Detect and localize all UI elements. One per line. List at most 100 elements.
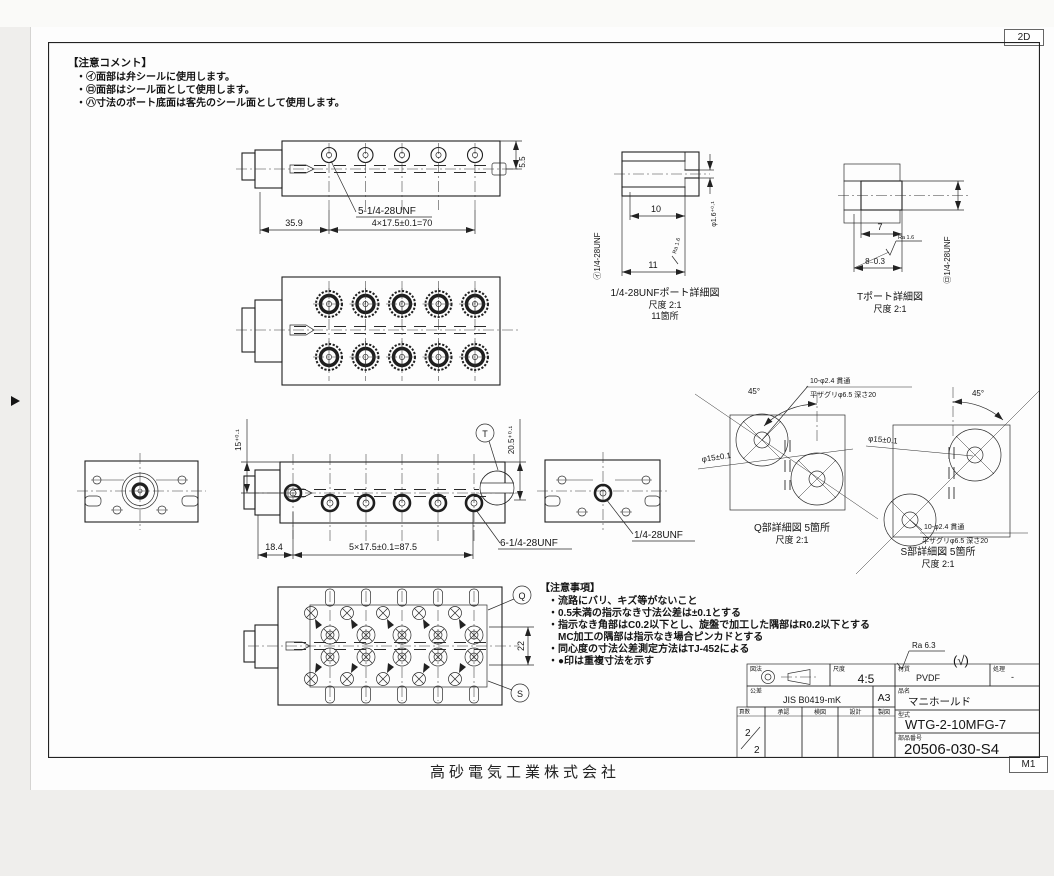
dim-top-height: 5.5 <box>518 156 527 168</box>
port-detail-surface: Ra 1.6 <box>672 237 682 254</box>
plan-view <box>236 276 518 386</box>
s-detail-holes: 10-φ2.4 貫通 <box>924 522 964 531</box>
notes-comment-line: ・㋩寸法のポート底面は客先のシール面として使用します。 <box>76 96 345 109</box>
front-view: T 15⁺⁰·¹ 20.5⁺⁰·¹ 18.4 5×17.5±0.1=87.5 6… <box>234 419 572 559</box>
notes-caution: 【注意事項】 ・流路にバリ、キズ等がないこと ・0.5未満の指示なき寸法公差は±… <box>540 581 870 667</box>
bolt-hole-icon <box>155 505 169 515</box>
notes-comment-line: ・㋑面部は弁シールに使用します。 <box>76 70 235 83</box>
knurled-port-icon <box>420 286 457 322</box>
notes-comment-line: ・㋺面部はシール面として使用します。 <box>76 83 255 96</box>
model-label: 型式 <box>898 711 910 719</box>
right-end-view: 1/4-28UNF <box>537 452 695 542</box>
left-end-view <box>77 453 206 530</box>
port-detail-scale: 尺度 2:1 <box>648 299 681 310</box>
s-detail-counterbore: 平ザグリφ6.5 深さ20 <box>922 536 988 545</box>
s-detail-title: S部詳細図 5箇所 <box>900 545 975 558</box>
notes-caution-line: MC加工の隅部は指示なき場合ピンカドとする <box>548 630 763 643</box>
dim-front-vright: 20.5⁺⁰·¹ <box>507 426 516 455</box>
part-name-value: マニホールド <box>908 696 971 708</box>
balloon-q <box>512 585 532 605</box>
t-port-scale: 尺度 2:1 <box>873 303 906 314</box>
port-detail-thread-label: ㋑1/4-28UNF <box>593 232 602 279</box>
q-detail-scale: 尺度 2:1 <box>775 534 808 545</box>
knurled-port-icon <box>311 286 347 322</box>
notes-caution-line: ・指示なき角部はC0.2以下とし、旋盤で加工した隅部はR0.2以下とする <box>548 618 870 631</box>
treatment-value: - <box>1011 672 1014 682</box>
t-port-thread-label: ㋺1/4-28UNF <box>943 236 952 283</box>
s-detail-view: 45° φ15±0.1 10-φ2.4 貫通 平ザグリφ6.5 深さ20 S部詳… <box>855 387 1040 575</box>
bolt-hole-icon <box>575 507 589 517</box>
surface-note: Ra 6.3 (√) <box>896 641 969 670</box>
top-view: 35.9 4×17.5±0.1=70 5.5 5-1/4-28UNF <box>236 140 527 234</box>
s-detail-seal-dia: φ15±0.1 <box>868 434 899 446</box>
sig-column-approved: 承認 <box>777 708 789 716</box>
title-block: 図法 尺度 4:5 公差 JIS B0419-mK A3 頁数 2 2 承認 検… <box>736 663 1040 758</box>
notes-caution-line: ・流路にバリ、キズ等がないこと <box>548 594 697 607</box>
q-detail-view: φ15±0.1 45° 10-φ2.4 貫通 平ザグリφ6.5 深さ20 Q部詳… <box>694 376 912 545</box>
pages-label: 頁数 <box>739 708 751 716</box>
bolt-hole-icon <box>175 475 189 485</box>
dim-front-left: 18.4 <box>265 542 283 552</box>
dim-port-bore: φ1.6⁺⁰·¹ <box>710 201 718 227</box>
third-angle-projection-icon <box>761 669 817 685</box>
sheet-size: A3 <box>878 692 891 704</box>
top-view-thread-label: 5-1/4-28UNF <box>358 206 416 217</box>
tolerance-label: 公差 <box>750 687 762 695</box>
knurled-port-icon <box>347 286 384 322</box>
t-port-detail-view: ㋺1/4-28UNF 7 Ra 1.6 8₋0.3 Tポート詳細図 尺度 2:1 <box>838 163 968 314</box>
t-port-surface: Ra 1.6 <box>898 235 914 241</box>
balloon-t <box>475 423 495 443</box>
pages-denominator: 2 <box>754 745 760 756</box>
model-value: WTG-2-10MFG-7 <box>905 717 1006 732</box>
tolerance-value: JIS B0419-mK <box>783 695 841 705</box>
notes-caution-line: ・同心度の寸法公差測定方法はTJ-452による <box>548 642 749 655</box>
port-detail-view: 10 11 φ1.6⁺⁰·¹ Ra 1.6 ㋑1/4-28UNF 1/4-28U… <box>593 151 720 321</box>
notes-caution-title: 【注意事項】 <box>540 581 600 594</box>
dim-port-bottom: 11 <box>648 260 657 270</box>
material-value: PVDF <box>916 673 941 683</box>
q-detail-angle: 45° <box>748 387 760 396</box>
notes-comment-title: 【注意コメント】 <box>68 56 152 69</box>
balloon-s <box>510 683 530 703</box>
drawing-no-label: 部品番号 <box>898 734 922 742</box>
balloon-q-label: Q <box>518 591 525 601</box>
bottom-view: Q S 22 <box>243 585 534 706</box>
t-port-title: Tポート詳細図 <box>857 290 923 303</box>
treatment-label: 処理 <box>993 665 1005 673</box>
viewer-top-strip <box>0 0 1054 27</box>
drawing-sheet-svg: 【注意コメント】 ・㋑面部は弁シールに使用します。 ・㋺面部はシール面として使用… <box>48 42 1040 758</box>
notes-caution-line: ・0.5未満の指示なき寸法公差は±0.1とする <box>548 606 741 619</box>
sig-column-checked: 検図 <box>814 708 826 716</box>
company-name: 高砂電気工業株式会社 <box>429 764 620 781</box>
q-detail-title: Q部詳細図 5箇所 <box>754 521 830 534</box>
drawing-page <box>30 27 1054 790</box>
sheet-tag-m1: M1 <box>1009 756 1048 773</box>
bolt-hole-icon <box>110 505 124 515</box>
q-detail-counterbore: 平ザグリφ6.5 深さ20 <box>810 390 876 399</box>
drawing-frame <box>48 42 1040 758</box>
pages-numerator: 2 <box>745 728 751 739</box>
projection-label: 図法 <box>750 665 762 673</box>
surface-note-others: (√) <box>953 653 969 668</box>
cursor-arrow-icon <box>11 396 20 406</box>
part-name-label: 品名 <box>898 687 910 695</box>
knurled-port-icon <box>457 339 493 375</box>
s-detail-angle: 45° <box>972 389 984 398</box>
dim-t-port-depth: 7 <box>877 222 882 232</box>
port-detail-title: 1/4-28UNFポート詳細図 <box>611 286 720 299</box>
notes-comment: 【注意コメント】 ・㋑面部は弁シールに使用します。 ・㋺面部はシール面として使用… <box>68 56 345 109</box>
sig-column-designed: 設計 <box>849 708 861 716</box>
dim-top-pitch: 4×17.5±0.1=70 <box>372 218 433 228</box>
scale-label: 尺度 <box>833 665 845 673</box>
dim-bottom-width: 22 <box>516 641 526 651</box>
knurled-port-icon <box>384 286 420 322</box>
material-label: 材質 <box>898 665 910 673</box>
balloon-s-label: S <box>517 689 523 699</box>
surface-note-ra: Ra 6.3 <box>912 641 936 650</box>
scale-value: 4:5 <box>858 672 875 686</box>
balloon-t-label: T <box>482 429 488 439</box>
bolt-hole-icon <box>90 475 104 485</box>
seal-feature-icon <box>790 452 844 506</box>
front-view-thread-label: 6-1/4-28UNF <box>500 538 558 549</box>
